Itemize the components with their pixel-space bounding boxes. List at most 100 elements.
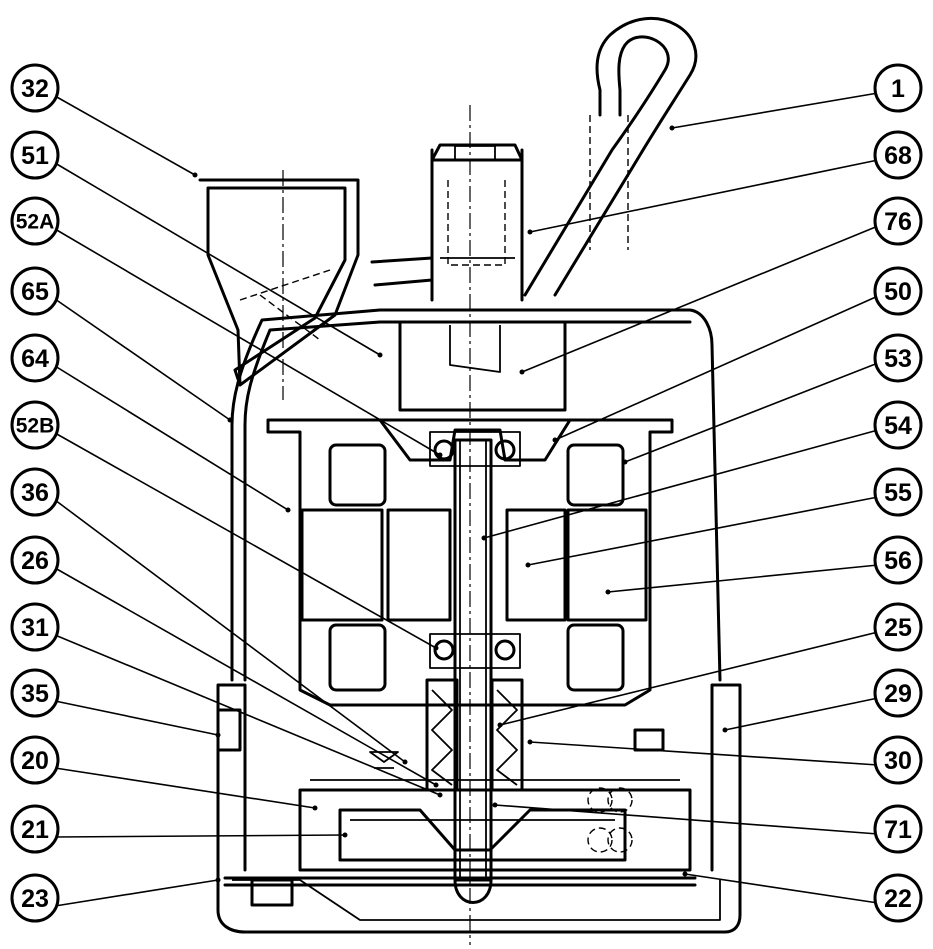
leader-dot bbox=[605, 589, 611, 595]
callout-23: 23 bbox=[10, 873, 60, 923]
leader-dot bbox=[525, 562, 531, 568]
callout-circle bbox=[873, 668, 923, 718]
callout-circle bbox=[873, 130, 923, 180]
callout-label: 68 bbox=[884, 142, 912, 170]
leader-dot bbox=[552, 437, 558, 443]
callout-circle bbox=[10, 266, 60, 316]
leader-dot bbox=[402, 759, 408, 765]
callout-circle bbox=[10, 467, 60, 517]
callout-label: 30 bbox=[884, 747, 912, 775]
callout-64: 64 bbox=[10, 333, 60, 383]
leader-line bbox=[54, 298, 231, 421]
callout-label: 76 bbox=[884, 208, 912, 236]
leader-dot bbox=[342, 832, 348, 838]
callout-label: 54 bbox=[884, 412, 912, 440]
callout-36: 36 bbox=[10, 467, 60, 517]
callout-53: 53 bbox=[873, 333, 923, 383]
callout-51: 51 bbox=[10, 130, 60, 180]
leader-dot bbox=[682, 871, 688, 877]
callout-label: 20 bbox=[21, 747, 49, 775]
leader-line bbox=[54, 499, 406, 763]
leader-dot bbox=[527, 229, 533, 235]
leader-line bbox=[54, 95, 196, 176]
callout-1: 1 bbox=[873, 63, 923, 113]
callout-circle bbox=[10, 602, 60, 652]
leader-dot bbox=[192, 172, 198, 178]
leader-line bbox=[529, 741, 879, 766]
callout-76: 76 bbox=[873, 196, 923, 246]
callout-label: 32 bbox=[21, 75, 49, 103]
leader-line bbox=[54, 228, 441, 456]
callout-25: 25 bbox=[873, 602, 923, 652]
callout-65: 65 bbox=[10, 266, 60, 316]
callout-32: 32 bbox=[10, 63, 60, 113]
leader-dot bbox=[215, 877, 221, 883]
leader-line bbox=[724, 697, 879, 731]
leader-line bbox=[54, 767, 316, 809]
callout-circle bbox=[10, 63, 60, 113]
callout-label: 52B bbox=[16, 415, 55, 438]
callout-label: 23 bbox=[21, 885, 49, 913]
callout-label: 50 bbox=[884, 278, 912, 306]
leader-line bbox=[54, 834, 346, 838]
leader-dot bbox=[492, 802, 498, 808]
callout-29: 29 bbox=[873, 668, 923, 718]
callout-label: 51 bbox=[21, 142, 49, 170]
callout-label: 65 bbox=[21, 278, 49, 306]
impeller-section bbox=[223, 779, 697, 904]
callout-label: 64 bbox=[21, 345, 49, 373]
callout-26: 26 bbox=[10, 535, 60, 585]
leader-dot bbox=[285, 507, 291, 513]
leader-line bbox=[607, 564, 879, 593]
callout-label: 29 bbox=[884, 680, 912, 708]
callout-circle bbox=[10, 873, 60, 923]
callout-circle bbox=[10, 735, 60, 785]
leader-line bbox=[54, 567, 437, 786]
callout-52B: 52B bbox=[10, 400, 60, 450]
callout-circle bbox=[10, 668, 60, 718]
leader-dot bbox=[527, 739, 533, 745]
callout-20: 20 bbox=[10, 735, 60, 785]
cable-entry bbox=[370, 143, 524, 302]
side-bolts bbox=[216, 708, 665, 907]
callout-circle bbox=[873, 333, 923, 383]
callout-circle bbox=[873, 196, 923, 246]
leader-line bbox=[54, 432, 437, 649]
callout-label: 55 bbox=[884, 479, 912, 507]
callout-label: 52A bbox=[16, 211, 55, 234]
leader-line bbox=[684, 873, 879, 904]
leader-dot bbox=[433, 782, 439, 788]
leader-line bbox=[54, 634, 441, 796]
leader-dot bbox=[497, 722, 503, 728]
leader-line bbox=[54, 700, 219, 736]
callout-circle bbox=[873, 873, 923, 923]
leader-dot bbox=[312, 805, 318, 811]
callout-21: 21 bbox=[10, 804, 60, 854]
outer-casing bbox=[216, 308, 742, 934]
callout-30: 30 bbox=[873, 735, 923, 785]
callout-circle bbox=[873, 535, 923, 585]
leader-line bbox=[527, 496, 879, 566]
leader-dot bbox=[519, 369, 525, 375]
leader-line bbox=[54, 365, 289, 511]
callout-55: 55 bbox=[873, 467, 923, 517]
callout-35: 35 bbox=[10, 668, 60, 718]
callout-56: 56 bbox=[873, 535, 923, 585]
callout-circle bbox=[10, 130, 60, 180]
leader-dot bbox=[377, 352, 383, 358]
leader-dot bbox=[481, 535, 487, 541]
callout-label: 21 bbox=[21, 816, 49, 844]
leader-lines bbox=[54, 92, 879, 907]
callout-label: 22 bbox=[884, 885, 912, 913]
callout-52A: 52A bbox=[10, 196, 60, 246]
leader-dot bbox=[437, 452, 443, 458]
stator bbox=[300, 443, 648, 692]
callout-label: 25 bbox=[884, 614, 912, 642]
callout-circle bbox=[10, 804, 60, 854]
shaft bbox=[453, 438, 493, 882]
leader-line bbox=[671, 92, 879, 129]
leader-dot bbox=[437, 792, 443, 798]
callout-badges: 325152A656452B36263135202123168765053545… bbox=[10, 63, 923, 923]
callout-label: 35 bbox=[21, 680, 49, 708]
callout-label: 26 bbox=[21, 547, 49, 575]
